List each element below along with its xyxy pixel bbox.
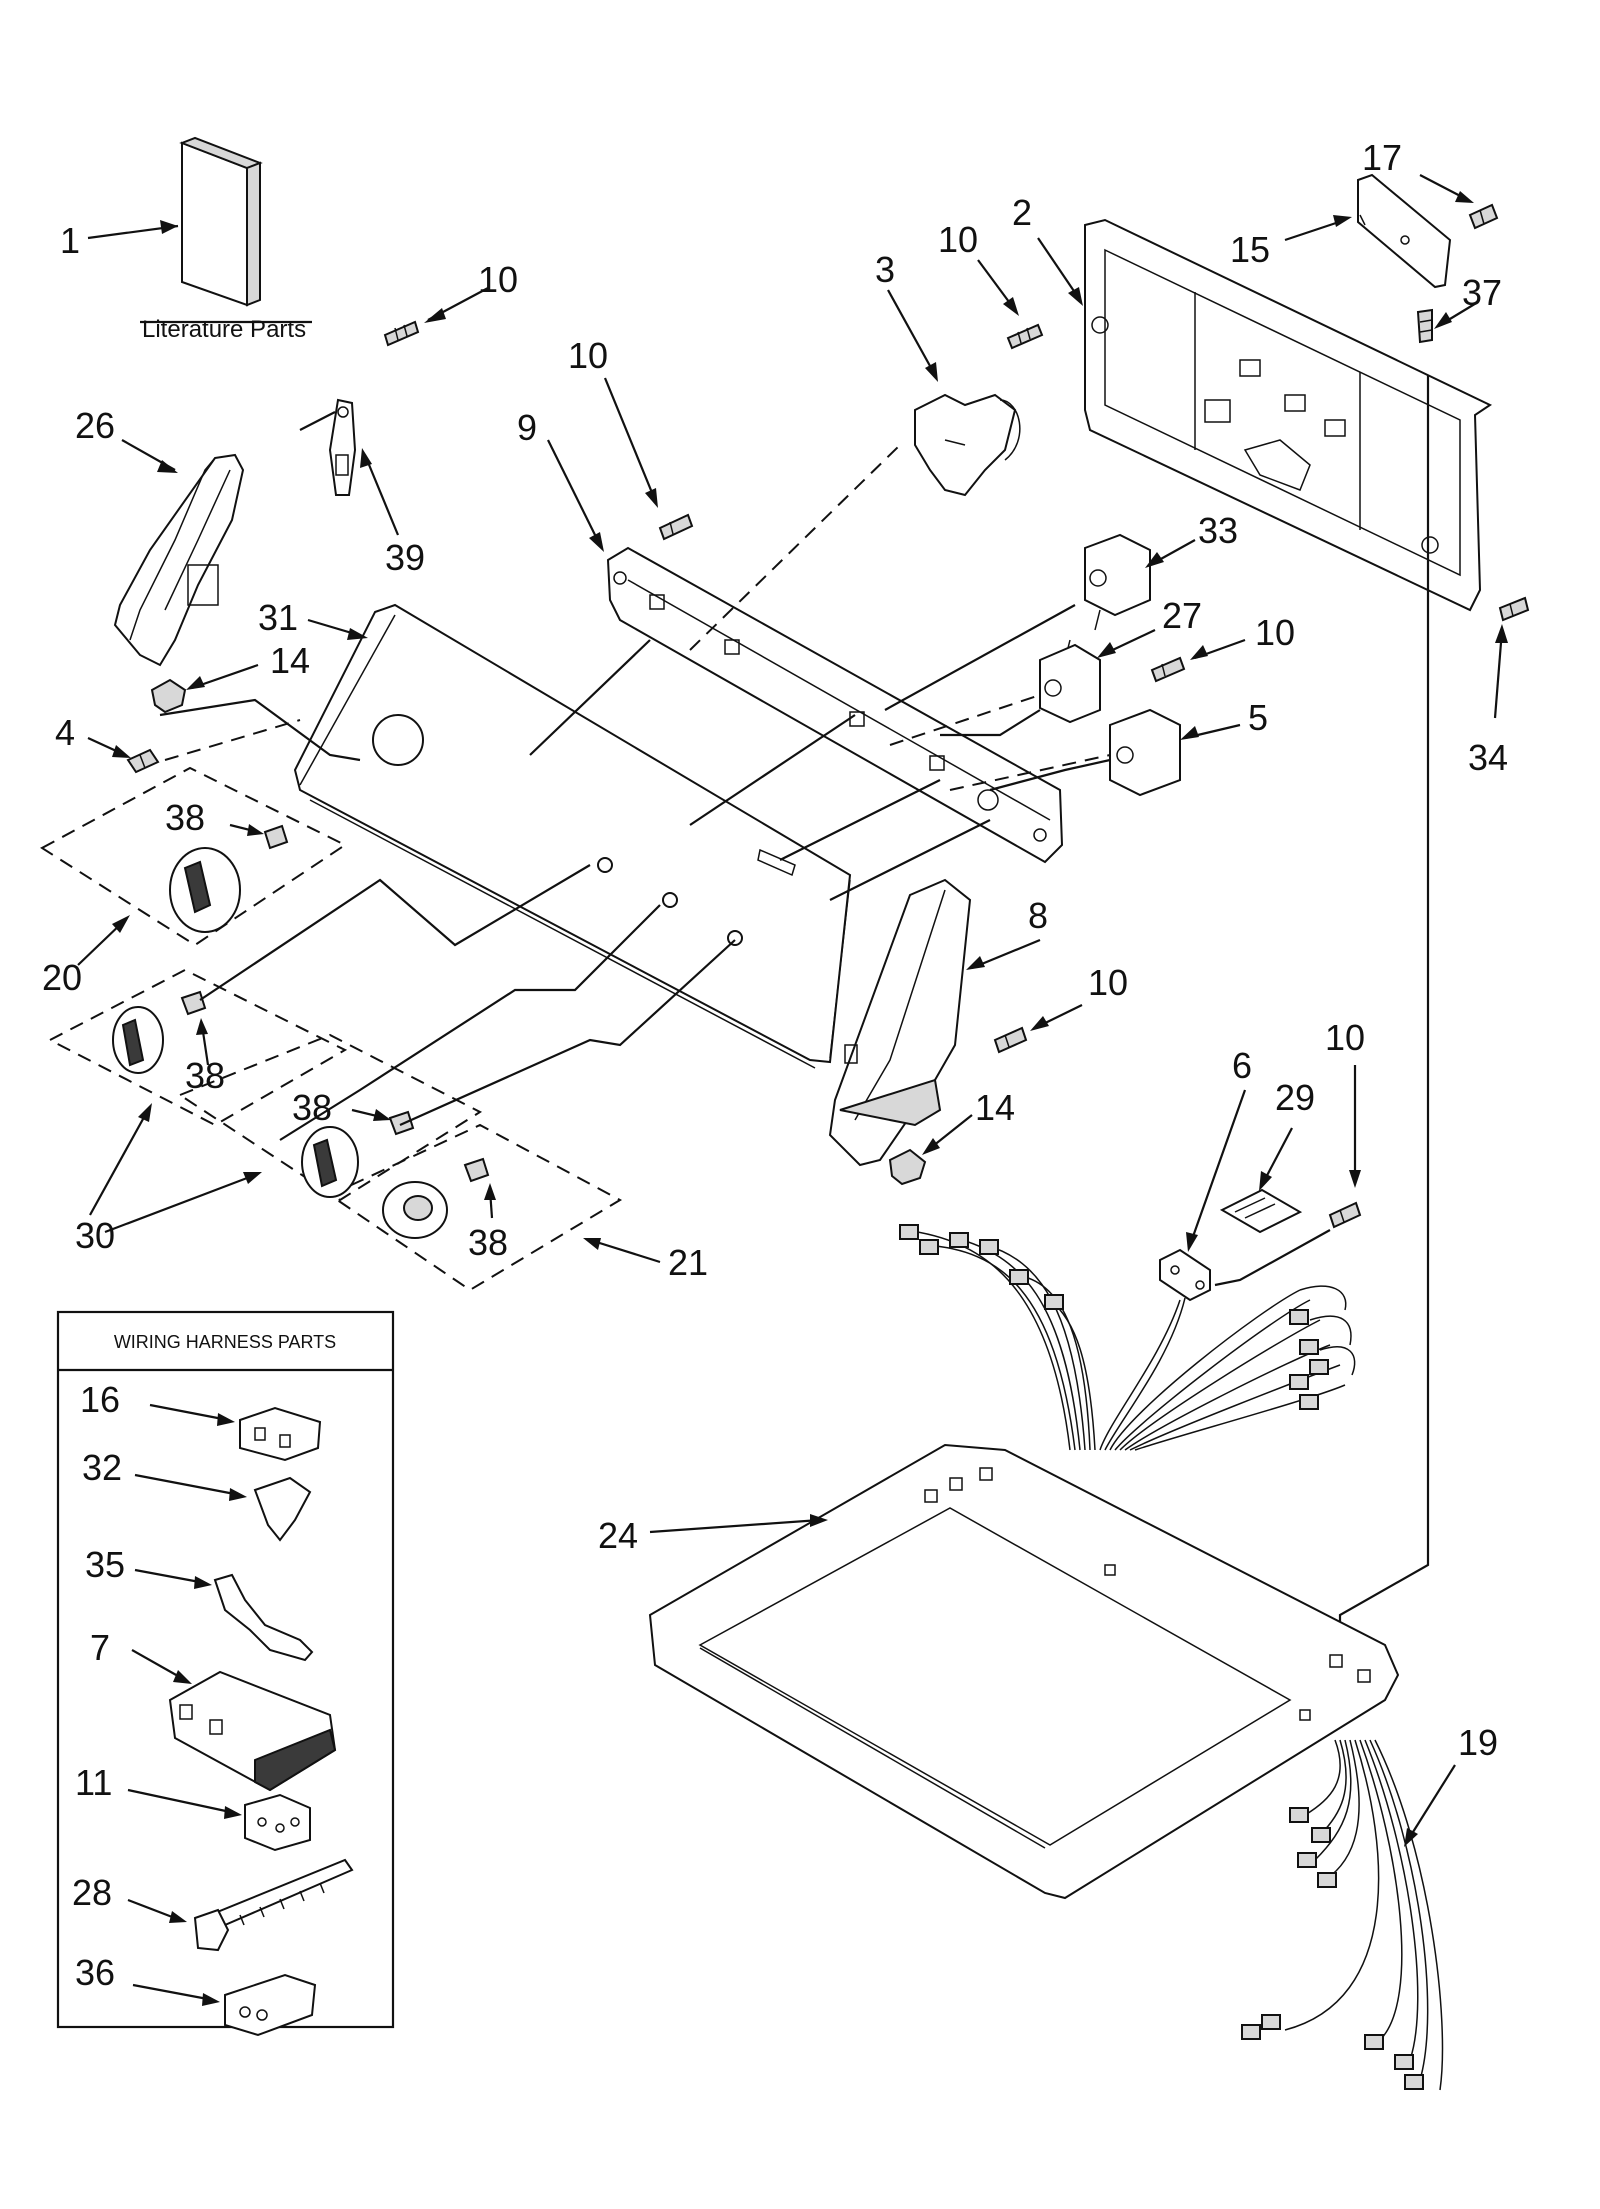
harness-part-35 — [213, 1573, 314, 1662]
lever-bracket — [299, 398, 357, 496]
callout-7: 7 — [90, 1627, 110, 1668]
knob-kit-21-outline — [327, 1123, 623, 1292]
callout-labels: 1 2 3 4 5 6 7 8 9 10 10 10 10 10 10 11 1… — [42, 137, 1508, 1993]
screw-10-harness — [1328, 1201, 1362, 1229]
callout-16: 16 — [80, 1379, 120, 1420]
wiring-harness-lower — [1241, 1739, 1444, 2091]
callout-38-c: 38 — [292, 1087, 332, 1128]
insert-38-d — [463, 1157, 490, 1183]
callout-3: 3 — [875, 249, 895, 290]
console-end-cap-left — [113, 453, 245, 667]
wiring-harness-parts-title: WIRING HARNESS PARTS — [114, 1332, 336, 1352]
screw-10-top-left — [383, 320, 420, 347]
callout-39: 39 — [385, 537, 425, 578]
callout-10-e: 10 — [1088, 962, 1128, 1003]
callout-29: 29 — [1275, 1077, 1315, 1118]
callout-11: 11 — [75, 1762, 112, 1803]
callout-8: 8 — [1028, 895, 1048, 936]
harness-part-7 — [168, 1670, 337, 1792]
literature-parts-caption: Literature Parts — [142, 316, 306, 343]
knob-selector — [382, 1181, 448, 1239]
callout-20: 20 — [42, 957, 82, 998]
callout-38-b: 38 — [185, 1055, 225, 1096]
callout-10-f: 10 — [1325, 1017, 1365, 1058]
switch-27 — [1039, 639, 1101, 724]
harness-part-16 — [239, 1406, 322, 1462]
harness-part-11 — [244, 1793, 311, 1852]
callout-36: 36 — [75, 1952, 115, 1993]
callout-28: 28 — [72, 1872, 112, 1913]
harness-part-32 — [253, 1476, 312, 1542]
insert-38-b — [180, 990, 207, 1016]
callout-15: 15 — [1230, 229, 1270, 270]
switch-5 — [1109, 708, 1181, 797]
bracket-15 — [1357, 173, 1452, 289]
callout-24: 24 — [598, 1515, 638, 1556]
callout-10-d: 10 — [1255, 612, 1295, 653]
knob-kit-30-outline — [47, 968, 348, 1127]
console-rear-panel — [1084, 218, 1493, 612]
timer-3 — [914, 393, 1021, 497]
knob-kit-20-outline — [40, 766, 347, 947]
callout-14-a: 14 — [270, 640, 310, 681]
knob-small-b — [301, 1126, 359, 1198]
harness-part-36 — [224, 1973, 317, 2037]
control-panel-frame — [606, 546, 1064, 864]
console-end-cap-right — [828, 878, 972, 1167]
callout-10-b: 10 — [568, 335, 608, 376]
screw-37 — [1416, 308, 1433, 344]
clip-14-lower — [888, 1148, 927, 1186]
screw-4 — [126, 748, 160, 774]
callout-9: 9 — [517, 407, 537, 448]
callout-14-b: 14 — [975, 1087, 1015, 1128]
screw-34 — [1498, 596, 1530, 622]
callout-34: 34 — [1468, 737, 1508, 778]
callout-5: 5 — [1248, 697, 1268, 738]
insert-38-c — [388, 1110, 415, 1136]
insert-38-a — [263, 824, 289, 850]
callout-38-d: 38 — [468, 1222, 508, 1263]
callout-35: 35 — [85, 1544, 125, 1585]
screw-10-timer — [1006, 323, 1044, 350]
knob-kit-30-outline-b — [177, 1033, 483, 1202]
callout-1: 1 — [60, 220, 80, 261]
callout-31: 31 — [258, 597, 298, 638]
clip-14-upper — [150, 678, 187, 714]
callout-17: 17 — [1362, 137, 1402, 178]
callout-21: 21 — [668, 1242, 708, 1283]
callout-30: 30 — [75, 1215, 115, 1256]
callout-6: 6 — [1232, 1045, 1252, 1086]
callout-10-a: 10 — [478, 259, 518, 300]
callout-19: 19 — [1458, 1722, 1498, 1763]
screw-10-switch — [1150, 656, 1186, 683]
console-panel — [293, 603, 852, 1069]
literature-parts-booklet — [140, 136, 312, 324]
callout-4: 4 — [55, 712, 75, 753]
callout-37: 37 — [1462, 272, 1502, 313]
callout-26: 26 — [75, 405, 115, 446]
screw-10-endcap — [993, 1026, 1028, 1054]
board-29 — [1219, 1188, 1303, 1234]
dryer-top — [648, 1443, 1400, 1900]
callout-32: 32 — [82, 1447, 122, 1488]
screw-17 — [1468, 203, 1499, 230]
callout-33: 33 — [1198, 510, 1238, 551]
callout-10-c: 10 — [938, 219, 978, 260]
wiring-harness-upper — [899, 1224, 1356, 1451]
callout-38-a: 38 — [165, 797, 205, 838]
harness-part-28 — [193, 1858, 354, 1952]
wiring-harness-parts-box — [56, 1310, 395, 2029]
callout-27: 27 — [1162, 595, 1202, 636]
switch-33 — [1084, 533, 1151, 631]
connector-6 — [1159, 1248, 1211, 1302]
knob-small-a — [112, 1006, 164, 1074]
callout-2: 2 — [1012, 192, 1032, 233]
knob-large — [169, 847, 241, 933]
screw-10-frame — [658, 513, 694, 541]
